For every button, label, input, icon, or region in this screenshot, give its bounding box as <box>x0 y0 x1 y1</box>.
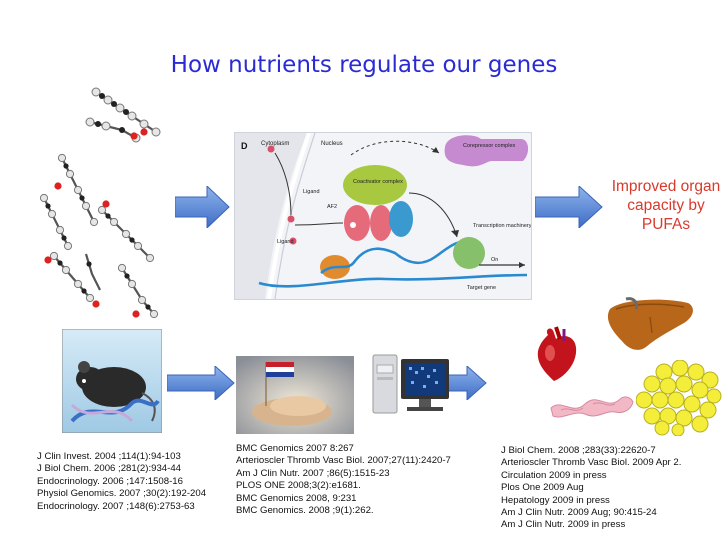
ligand-top-label: Ligand <box>303 189 320 195</box>
molecule-icon <box>39 87 161 319</box>
arrow-icon <box>535 186 603 228</box>
target-gene-label: Target gene <box>467 285 496 291</box>
arrow-icon <box>167 366 235 400</box>
adipose-icon <box>636 360 722 436</box>
reference-item: Circulation 2009 in press <box>501 469 607 481</box>
cytoplasm-label: Cytoplasm <box>261 141 289 147</box>
reference-item: Hepatology 2009 in press <box>501 494 610 506</box>
reference-item: J Biol Chem. 2008 ;283(33):22620-7 <box>501 445 656 456</box>
af2-label: AF2 <box>327 204 337 210</box>
liver-icon <box>607 297 693 350</box>
computer-icon <box>372 354 449 414</box>
on-label: On <box>491 257 498 263</box>
ligand-bottom-label: Ligand <box>277 239 294 245</box>
nucleus-label: Nucleus <box>321 141 343 147</box>
references-left: J Clin Invest. 2004 ;114(1):94-103 J Bio… <box>37 451 206 513</box>
arrow-icon <box>175 186 230 228</box>
heart-icon <box>537 326 577 381</box>
coactivator-label: Coactivator complex <box>353 179 403 185</box>
mouse-icon <box>62 329 162 433</box>
reference-item: Am J Clin Nutr. 2007 ;86(5):1515-23 <box>236 467 390 479</box>
panel-letter: D <box>241 141 248 151</box>
reference-item: Endocrinology. 2007 ;148(6):2753-63 <box>37 500 195 512</box>
page-title: How nutrients regulate our genes <box>170 52 558 78</box>
references-middle: BMC Genomics 2007 8:267 Arterioscler Thr… <box>236 443 451 517</box>
references-right: J Biol Chem. 2008 ;283(33):22620-7 Arter… <box>501 445 681 532</box>
corepressor-label: Corepressor complex <box>463 143 516 149</box>
intestine-icon <box>550 396 634 418</box>
reference-item: Am J Clin Nutr. 2009 Aug; 90:415-24 <box>501 507 657 519</box>
reference-item: Arterioscler Thromb Vasc Biol. 2007;27(1… <box>236 455 451 467</box>
reference-item: Physiol Genomics. 2007 ;30(2):192-204 <box>37 488 207 500</box>
reference-item: PLOS ONE 2008;3(2):e1681. <box>236 480 361 492</box>
reference-item: Am J Clin Nutr. 2009 in press <box>501 519 626 531</box>
gene-regulation-diagram: D Cytoplasm Nucleus Corepressor complex … <box>234 132 532 300</box>
outcome-text: Improved organ capacity by PUFAs <box>611 178 721 233</box>
reference-item: BMC Genomics 2007 8:267 <box>236 443 354 454</box>
reference-item: J Clin Invest. 2004 ;114(1):94-103 <box>37 451 181 462</box>
reference-item: Plos One 2009 Aug <box>501 482 584 494</box>
reference-item: Endocrinology. 2006 ;147:1508-16 <box>37 475 183 487</box>
reference-item: BMC Genomics. 2008 ;9(1):262. <box>236 505 374 517</box>
flag-icon <box>236 356 354 434</box>
reference-item: Arterioscler Thromb Vasc Biol. 2009 Apr … <box>501 457 682 469</box>
reference-item: BMC Genomics 2008, 9:231 <box>236 492 357 504</box>
reference-item: J Biol Chem. 2006 ;281(2):934-44 <box>37 463 181 475</box>
transcription-label: Transcription machinery <box>473 223 532 229</box>
